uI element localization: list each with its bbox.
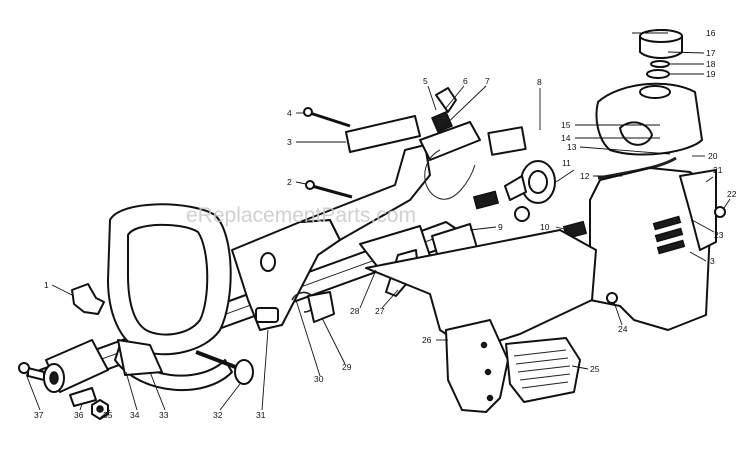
callout-label: 6	[463, 76, 468, 86]
callout-label: 10	[540, 222, 550, 232]
callout-label: 37	[34, 410, 44, 420]
ignition-coil	[504, 160, 556, 222]
handle-clamp	[117, 339, 254, 385]
callout-label: 9	[498, 222, 503, 232]
callout-label: 13	[567, 142, 577, 152]
engine-housing	[559, 167, 726, 331]
watermark-text: eReplacementParts.com	[186, 204, 416, 227]
callout-label: 4	[287, 108, 292, 118]
switch-assembly	[419, 87, 527, 200]
callout-label: 29	[342, 362, 352, 372]
leader-lines	[25, 32, 731, 419]
callout-label: 24	[618, 324, 628, 334]
callout-label: 26	[422, 335, 432, 345]
callout-label: 12	[580, 171, 590, 181]
callout-label: 17	[706, 48, 716, 58]
housing-cover	[365, 229, 597, 413]
callout-numbers: 1 2 3 4 5 6 7 8 9 10 11 12 13 14 15 16 1…	[34, 28, 737, 420]
callout-label: 30	[314, 374, 324, 384]
bolt-part-2	[305, 180, 353, 199]
callout-label: 21	[713, 165, 723, 175]
callout-label: 11	[562, 158, 571, 168]
callout-label: 35	[103, 410, 113, 420]
callout-label: 15	[561, 120, 571, 130]
callout-label: 3	[710, 256, 715, 266]
shaft-end-assembly	[18, 339, 109, 420]
callout-label: 33	[159, 410, 169, 420]
fuel-tank	[595, 82, 703, 156]
callout-label: 27	[375, 306, 385, 316]
callout-label: 8	[537, 77, 542, 87]
decal-part-3	[345, 115, 421, 153]
callout-label: 19	[706, 69, 716, 79]
callout-label: 1	[44, 280, 49, 290]
muffler-cover	[505, 337, 581, 403]
callout-label: 34	[130, 410, 140, 420]
callout-label: 18	[706, 59, 716, 69]
callout-label: 22	[727, 189, 737, 199]
callout-label: 16	[706, 28, 716, 38]
throttle-spring	[291, 291, 335, 323]
callout-label: 3	[287, 137, 292, 147]
callout-label: 14	[561, 133, 571, 143]
loop-handle	[107, 203, 233, 391]
callout-label: 5	[423, 76, 428, 86]
callout-label: 31	[256, 410, 266, 420]
callout-label: 25	[590, 364, 600, 374]
callout-label: 32	[213, 410, 223, 420]
shaft-housing	[231, 144, 431, 331]
callout-label: 20	[708, 151, 718, 161]
callout-label: 23	[714, 230, 724, 240]
callout-label: 36	[74, 410, 84, 420]
callout-label: 2	[287, 177, 292, 187]
callout-label: 28	[350, 306, 360, 316]
callout-label: 7	[485, 76, 490, 86]
fuel-cap	[639, 29, 683, 79]
bolt-part-4	[303, 107, 351, 128]
knob-part-1	[71, 283, 105, 315]
